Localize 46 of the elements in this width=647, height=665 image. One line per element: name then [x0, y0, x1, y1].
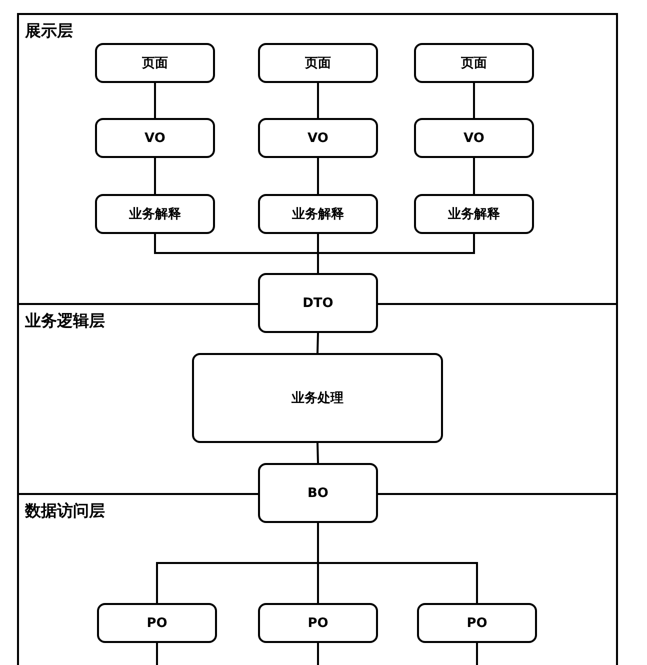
box-label: PO: [466, 616, 488, 630]
connector-line: [473, 158, 475, 194]
connector-line: [317, 523, 478, 603]
box-label: 业务处理: [292, 390, 344, 407]
process-box: [414, 194, 534, 234]
box-label: 页面: [305, 55, 331, 72]
process-box: [192, 353, 443, 443]
process-box: [95, 118, 215, 158]
connector-line: [156, 643, 158, 665]
process-box: [95, 43, 215, 83]
layer-title: 业务逻辑层: [25, 311, 105, 331]
connector-line: [317, 234, 475, 273]
box-label: PO: [146, 616, 168, 630]
box-label: 页面: [142, 55, 168, 72]
process-box: [414, 118, 534, 158]
connector-line: [317, 643, 319, 665]
box-label: 业务解释: [292, 206, 344, 223]
process-box: [258, 463, 378, 523]
box-label: DTO: [302, 296, 334, 310]
process-box: [258, 273, 378, 333]
connector-line: [154, 158, 156, 194]
process-box: [95, 194, 215, 234]
connector-line: [317, 158, 319, 194]
process-box: [258, 603, 378, 643]
box-label: VO: [308, 130, 328, 146]
process-box: [414, 43, 534, 83]
process-box: [258, 43, 378, 83]
box-label: VO: [144, 130, 166, 146]
connector-line: [316, 332, 319, 354]
process-box: [258, 118, 378, 158]
layer-title: 展示层: [25, 21, 73, 41]
connector-line: [154, 83, 156, 118]
process-box: [258, 194, 378, 234]
box-label: 业务解释: [129, 206, 181, 223]
connector-line: [473, 83, 475, 118]
box-label: PO: [308, 616, 328, 630]
connector-line: [317, 83, 319, 118]
box-label: BO: [308, 486, 328, 500]
box-label: 页面: [461, 55, 487, 72]
layer-title: 数据访问层: [25, 501, 105, 521]
process-box: [97, 603, 217, 643]
connector-line: [476, 643, 478, 665]
box-label: VO: [464, 130, 484, 146]
connector-line: [316, 442, 319, 464]
box-label: 业务解释: [448, 206, 500, 223]
process-box: [417, 603, 537, 643]
